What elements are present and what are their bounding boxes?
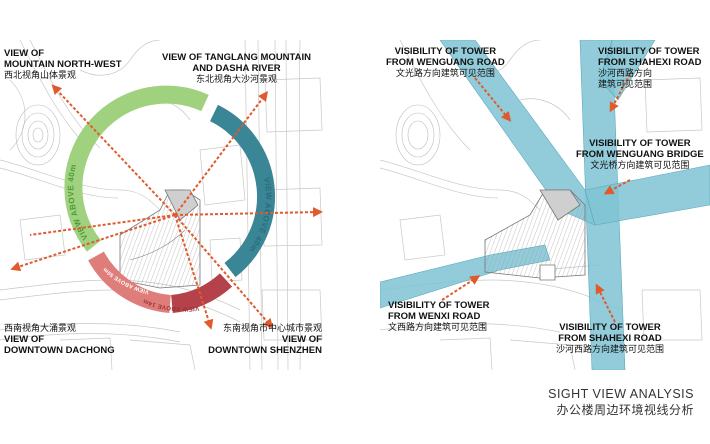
- arrow-west: [10, 214, 176, 272]
- arrow-southeast: [174, 214, 274, 329]
- right-visibility-diagram: VISIBILITY OF TOWER FROM WENGUANG ROAD 文…: [379, 39, 710, 371]
- arrow-wenguang-bridge: [603, 179, 631, 195]
- ring-segment-green: [64, 85, 209, 252]
- label-visibility-shahexi-road-south: VISIBILITY OF TOWER FROM SHAHEXI ROAD 沙河…: [556, 322, 665, 354]
- arrow-shahexi-south: [595, 283, 616, 323]
- label-view-northwest: VIEW OF MOUNTAIN NORTH-WEST 西北视角山体景观: [4, 48, 122, 80]
- tower-footprint: [119, 189, 201, 289]
- label-visibility-wenguang-bridge: VISIBILITY OF TOWER FROM WENGUANG BRIDGE…: [576, 138, 704, 170]
- title-en: SIGHT VIEW ANALYSIS: [548, 387, 694, 401]
- arrow-wenguang-road: [474, 77, 512, 122]
- left-site-map: VIEW ABOVE 40m VIEW ABOVE 40m VIEW ABOVE…: [0, 39, 323, 371]
- visibility-zones: [379, 39, 710, 371]
- arrow-northwest: [51, 84, 176, 216]
- label-view-northeast: VIEW OF TANGLANG MOUNTAIN AND DASHA RIVE…: [162, 52, 311, 84]
- tower-footprint: [484, 189, 586, 281]
- terrain-contours: [395, 104, 441, 166]
- title-cn: 办公楼周边环境视线分析: [556, 403, 694, 417]
- analysis-title: SIGHT VIEW ANALYSIS 办公楼周边环境视线分析: [548, 387, 694, 418]
- label-visibility-shahexi-road-north: VISIBILITY OF TOWER FROM SHAHEXI ROAD 沙河…: [598, 46, 702, 89]
- left-view-diagram: VIEW ABOVE 40m VIEW ABOVE 40m VIEW ABOVE…: [0, 39, 330, 371]
- label-view-southwest: 西南视角大涌景观 VIEW OF DOWNTOWN DACHONG: [4, 323, 115, 356]
- label-view-southeast: 东南视角市中心城市景观 VIEW OF DOWNTOWN SHENZHEN: [208, 323, 322, 356]
- arrow-south: [174, 214, 214, 330]
- ring-segment-red: [88, 251, 172, 313]
- label-visibility-wenguang-road: VISIBILITY OF TOWER FROM WENGUANG ROAD 文…: [386, 46, 505, 78]
- arrow-shahexi-north: [609, 73, 631, 113]
- arrow-east: [174, 207, 323, 218]
- terrain-contours: [15, 104, 61, 166]
- right-site-map: [379, 39, 710, 371]
- arrow-wenxi-road: [441, 275, 481, 301]
- visibility-arrows: [441, 73, 631, 323]
- label-visibility-wenxi-road: VISIBILITY OF TOWER FROM WENXI ROAD 文西路方…: [388, 300, 490, 332]
- ring-segment-teal: [209, 104, 276, 278]
- sight-arrows: [10, 84, 323, 330]
- arrow-west-low: [29, 214, 176, 236]
- zone-wenguang-bridge: [584, 164, 710, 226]
- arrow-northeast: [174, 91, 268, 216]
- zone-northeast: [599, 39, 656, 101]
